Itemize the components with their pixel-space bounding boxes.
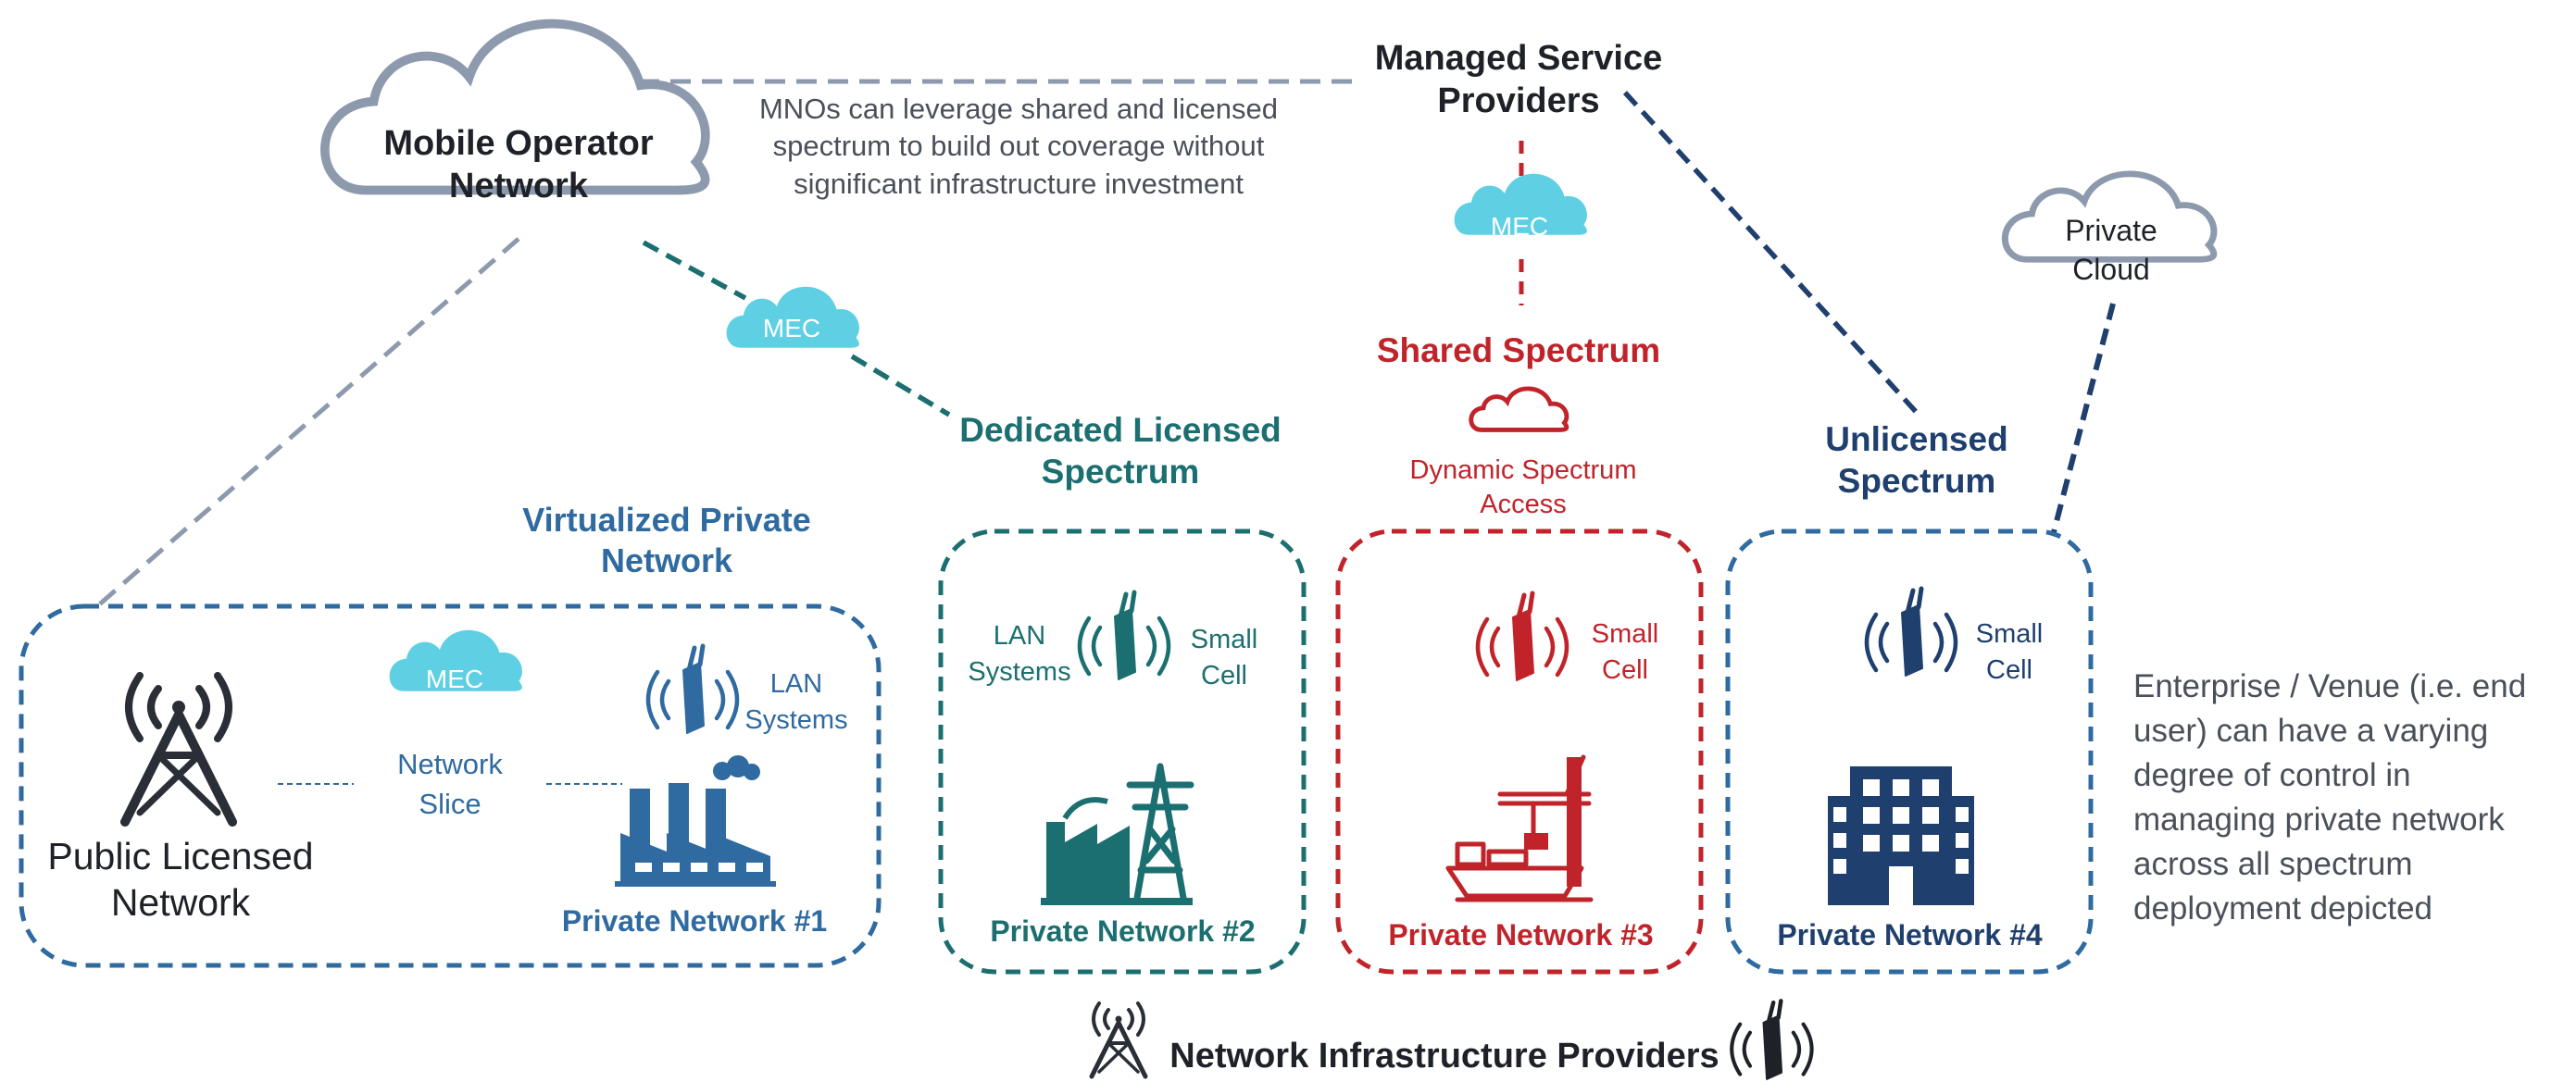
private-cloud-label: Private Cloud <box>2065 214 2157 286</box>
small-cell-icon <box>1080 592 1169 679</box>
cloud-to-unlicensed-line <box>2051 303 2116 533</box>
msp-to-unlicensed-line <box>1622 91 1921 417</box>
small-cell-icon <box>1867 589 1956 676</box>
small-cell-label: Small Cell <box>1975 619 2044 685</box>
private-network-2-label: Private Network #2 <box>990 914 1256 948</box>
mec-label: MEC <box>425 665 484 693</box>
mno-to-dedicated-line-b <box>850 354 951 417</box>
infrastructure-tower-icon <box>1089 1001 1148 1079</box>
managed-service-providers-label: Managed Service Providers <box>1374 39 1663 121</box>
mno-to-public-line <box>95 237 520 608</box>
dynamic-spectrum-cloud-icon <box>1471 389 1567 430</box>
shared-network-box <box>1335 529 1704 975</box>
crane-ship-icon <box>1445 754 1594 902</box>
virtualized-title: Virtualized Private Network <box>522 501 811 579</box>
private-network-3-label: Private Network #3 <box>1388 918 1654 951</box>
small-cell-icon <box>1478 593 1567 680</box>
network-slice-label: Network Slice <box>397 748 503 820</box>
cell-tower-icon <box>120 672 237 827</box>
small-cell-label: Small Cell <box>1190 625 1258 690</box>
virtualized-network-box <box>19 603 882 968</box>
enterprise-note: Enterprise / Venue (i.e. end user) can h… <box>2133 668 2527 927</box>
lan-systems-label: LAN Systems <box>744 669 848 735</box>
mec-label: MEC <box>1490 212 1549 241</box>
lan-systems-label: LAN Systems <box>968 621 1071 687</box>
public-licensed-network-label: Public Licensed Network <box>47 835 314 925</box>
dynamic-spectrum-access-label: Dynamic Spectrum Access <box>1409 455 1637 520</box>
office-building-icon <box>1828 766 1974 905</box>
private-network-4-label: Private Network #4 <box>1777 918 2043 951</box>
lan-systems-icon <box>648 646 737 733</box>
mec-label: MEC <box>762 314 821 342</box>
mno-to-dedicated-line-a <box>642 240 747 301</box>
private-network-1-label: Private Network #1 <box>561 904 828 938</box>
network-infrastructure-providers-label: Network Infrastructure Providers <box>1169 1037 1719 1076</box>
factory-icon <box>615 755 776 887</box>
dedicated-network-box <box>938 529 1307 975</box>
unlicensed-network-box <box>1725 529 2094 975</box>
small-cell-label: Small Cell <box>1591 619 1659 685</box>
dedicated-title: Dedicated Licensed Spectrum <box>959 411 1282 491</box>
mno-note: MNOs can leverage shared and licensed sp… <box>758 93 1279 200</box>
small-cell-icon <box>1732 1001 1811 1079</box>
mobile-operator-label: Mobile Operator Network <box>383 124 654 206</box>
unlicensed-title: Unlicensed Spectrum <box>1825 420 2008 501</box>
factory-power-tower-icon <box>1041 763 1194 905</box>
shared-title: Shared Spectrum <box>1376 331 1661 369</box>
